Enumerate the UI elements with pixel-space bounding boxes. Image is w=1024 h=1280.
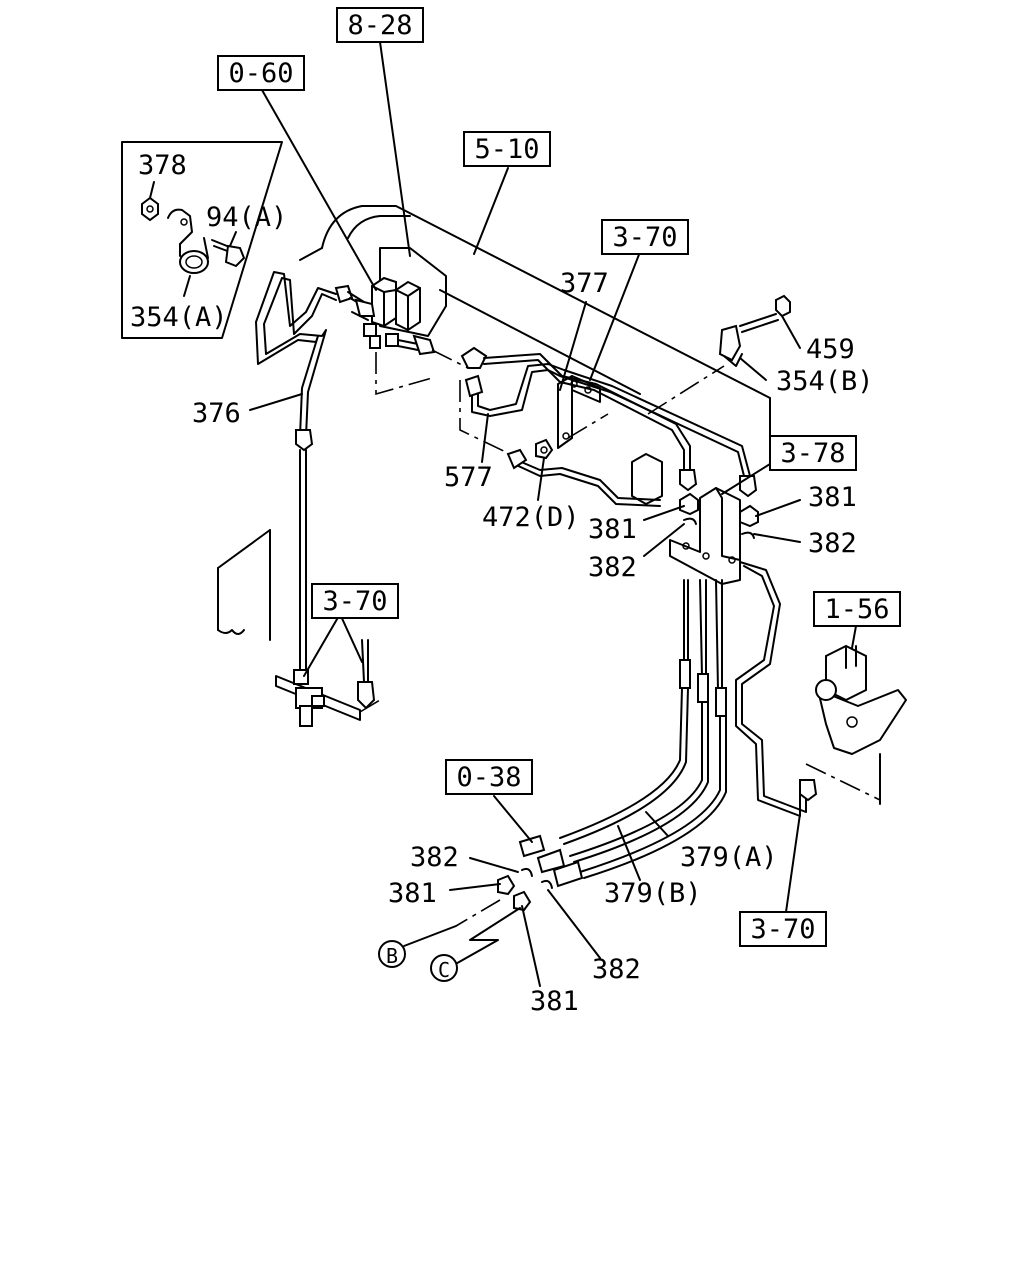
nut-icon (141, 196, 159, 222)
part-label-382: 382 (808, 528, 857, 559)
ref-box-0-60[interactable]: 0-60 (217, 55, 305, 91)
pipe-to-valve (735, 561, 818, 817)
ref-box-label: 1-56 (824, 594, 889, 625)
ref-box-3-70-lower[interactable]: 3-70 (739, 911, 827, 947)
part-label-381: 381 (530, 986, 579, 1017)
nut-472d (506, 438, 661, 507)
part-label-377: 377 (560, 268, 609, 299)
upper-bracket (557, 375, 601, 449)
ref-box-3-70-upper[interactable]: 3-70 (601, 219, 689, 255)
leader-lines (249, 41, 857, 987)
ref-box-label: 3-70 (322, 586, 387, 617)
part-label-378: 378 (138, 150, 187, 181)
hoses-379 (518, 579, 727, 888)
part-label-382: 382 (592, 954, 641, 985)
ref-box-label: 3-70 (612, 222, 677, 253)
part-label-459: 459 (806, 334, 855, 365)
ref-box-label: 0-60 (228, 58, 293, 89)
part-label-381: 381 (588, 514, 637, 545)
circle-ref-label: C (438, 958, 450, 982)
ref-box-3-78[interactable]: 3-78 (769, 435, 857, 471)
part-label-379b: 379(B) (604, 878, 702, 909)
clip-icon (167, 208, 209, 274)
valve-156 (805, 644, 907, 805)
ref-box-5-10[interactable]: 5-10 (463, 131, 551, 167)
circle-ref-c[interactable]: C (430, 954, 458, 982)
ref-box-label: 3-70 (750, 914, 815, 945)
pipe-376 (255, 271, 337, 681)
ref-box-0-38[interactable]: 0-38 (445, 759, 533, 795)
part-label-354b: 354(B) (776, 366, 874, 397)
ref-box-1-56[interactable]: 1-56 (813, 591, 901, 627)
part-labels: 378 94(A) 354(A) 376 377 459 354(B) 577 … (130, 150, 874, 1017)
bottom-fasteners (497, 867, 553, 912)
lower-valve (275, 639, 381, 727)
clip-459 (718, 294, 791, 367)
pipe-377 (464, 363, 758, 498)
part-label-94a: 94(A) (206, 202, 287, 233)
inset-detail (121, 141, 283, 339)
part-label-382: 382 (410, 842, 459, 873)
bolt-icon (211, 239, 246, 268)
valve-block (334, 247, 447, 356)
ref-box-label: 3-78 (780, 438, 845, 469)
part-label-381: 381 (808, 482, 857, 513)
part-label-381: 381 (388, 878, 437, 909)
side-rail (217, 529, 271, 641)
pipe-577 (460, 346, 698, 492)
ref-box-label: 0-38 (456, 762, 521, 793)
part-label-354a: 354(A) (130, 302, 228, 333)
ref-box-8-28[interactable]: 8-28 (336, 7, 424, 43)
part-label-379a: 379(A) (680, 842, 778, 873)
part-label-382: 382 (588, 552, 637, 583)
ref-box-3-70-left[interactable]: 3-70 (311, 583, 399, 619)
ref-box-label: 8-28 (347, 10, 412, 41)
ref-box-label: 5-10 (474, 134, 539, 165)
part-label-376: 376 (192, 398, 241, 429)
frame-crossmember (299, 205, 771, 441)
circle-ref-b[interactable]: B (378, 940, 406, 968)
part-label-577: 577 (444, 462, 493, 493)
circle-ref-label: B (386, 944, 398, 968)
part-label-472d: 472(D) (482, 502, 580, 533)
